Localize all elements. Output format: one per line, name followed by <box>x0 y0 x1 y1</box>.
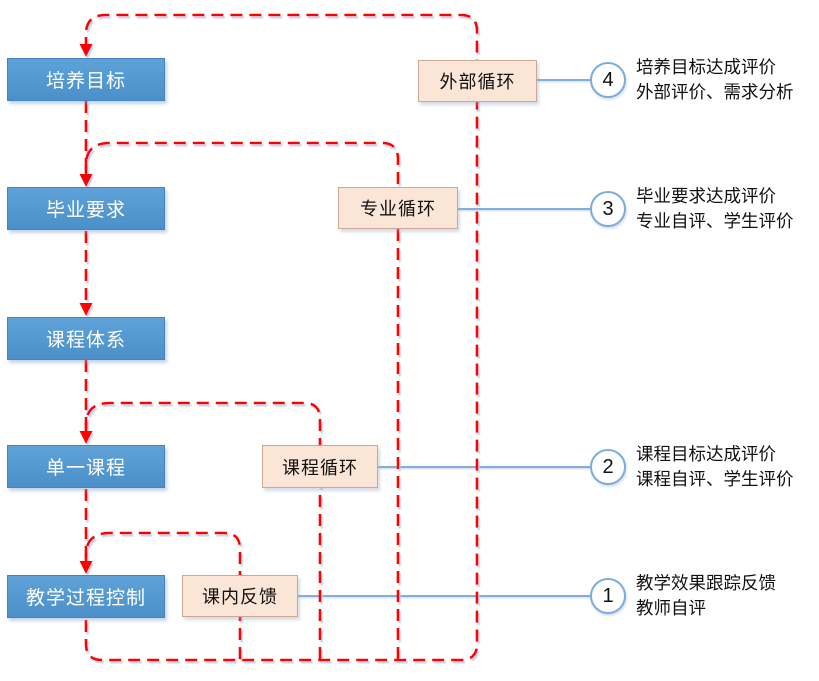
stage-label: 单一课程 <box>45 458 126 479</box>
professional-loop-path <box>84 141 400 659</box>
stage-box-teaching-process-control: 教学过程控制 <box>7 575 165 618</box>
step-desc-line1: 课程目标达成评价 <box>636 444 776 464</box>
step-number: 2 <box>602 455 614 478</box>
step-circle-1: 1 <box>590 578 626 614</box>
stage-box-graduation-requirements: 毕业要求 <box>7 187 165 230</box>
feedback-loop-paths <box>84 13 479 662</box>
arrowhead-single-course <box>79 431 93 444</box>
arrowhead-training-objectives <box>79 44 93 57</box>
loop-label: 课内反馈 <box>202 587 278 607</box>
loop-box-course-loop: 课程循环 <box>262 445 378 488</box>
step-desc-line1: 毕业要求达成评价 <box>636 186 776 206</box>
step-desc-1: 教学效果跟踪反馈 教师自评 <box>636 571 816 621</box>
step-number: 3 <box>602 197 614 220</box>
step-desc-2: 课程目标达成评价 课程自评、学生评价 <box>636 442 816 492</box>
step-desc-line2: 专业自评、学生评价 <box>636 211 794 231</box>
step-circle-4: 4 <box>590 62 626 98</box>
step-number: 1 <box>602 584 614 607</box>
step-circle-2: 2 <box>590 449 626 485</box>
stage-label: 培养目标 <box>45 71 126 92</box>
step-desc-3: 毕业要求达成评价 专业自评、学生评价 <box>636 184 816 234</box>
inclass-feedback-loop-path <box>84 531 242 659</box>
arrowheads <box>79 44 93 574</box>
loop-label: 外部循环 <box>439 72 516 92</box>
loop-label: 专业循环 <box>360 199 436 219</box>
arrowhead-curriculum-system <box>79 303 93 316</box>
step-number: 4 <box>602 68 614 91</box>
loop-box-professional-loop: 专业循环 <box>338 187 458 229</box>
connector-lines <box>298 79 590 597</box>
stage-label: 课程体系 <box>45 330 126 351</box>
course-loop-path <box>84 401 322 659</box>
step-desc-line2: 课程自评、学生评价 <box>636 469 794 489</box>
step-circle-3: 3 <box>590 191 626 227</box>
loop-box-external-loop: 外部循环 <box>418 60 537 102</box>
stage-box-single-course: 单一课程 <box>7 445 165 488</box>
stage-box-training-objectives: 培养目标 <box>7 58 165 101</box>
loop-box-inclass-feedback: 课内反馈 <box>182 575 298 617</box>
step-desc-line2: 外部评价、需求分析 <box>636 82 794 102</box>
arrowhead-graduation-requirements <box>79 174 93 187</box>
external-loop-path <box>84 13 479 662</box>
stage-box-curriculum-system: 课程体系 <box>7 317 165 360</box>
stage-label: 教学过程控制 <box>25 588 146 609</box>
step-desc-4: 培养目标达成评价 外部评价、需求分析 <box>636 55 816 105</box>
step-desc-line2: 教师自评 <box>636 598 706 618</box>
arrowhead-teaching-process-control <box>79 561 93 574</box>
step-desc-line1: 培养目标达成评价 <box>636 57 776 77</box>
step-desc-line1: 教学效果跟踪反馈 <box>636 573 776 593</box>
stage-label: 毕业要求 <box>45 200 126 221</box>
loop-label: 课程循环 <box>282 457 358 478</box>
